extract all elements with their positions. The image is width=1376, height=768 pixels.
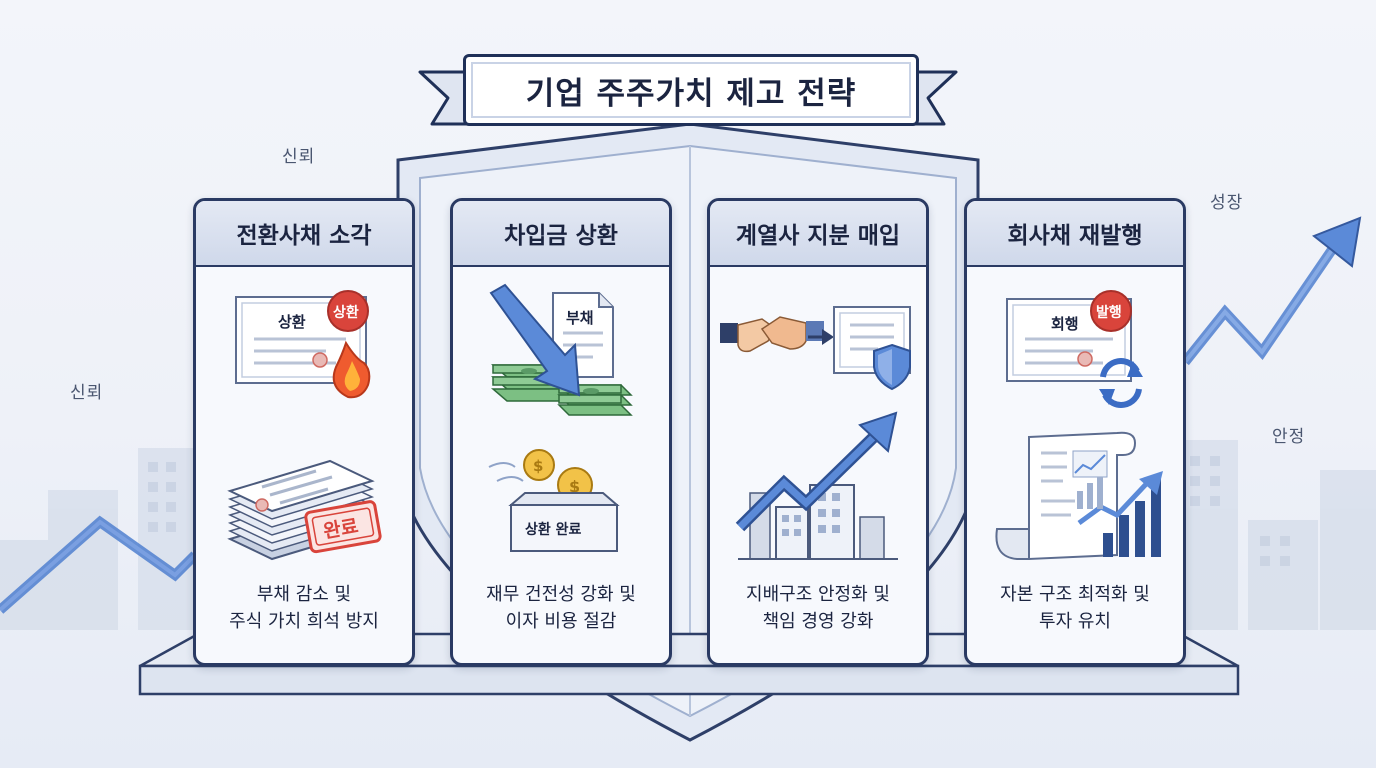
card-caption: 지배구조 안정화 및 책임 경영 강화 bbox=[710, 577, 926, 635]
skyline-left bbox=[0, 448, 196, 630]
card-title: 차입금 상환 bbox=[453, 201, 669, 267]
card-illustration: 회행 발행 bbox=[967, 267, 1183, 577]
card-caption: 자본 구조 최적화 및 투자 유치 bbox=[967, 577, 1183, 635]
trend-line-right bbox=[1181, 235, 1345, 366]
down-arrow-icon bbox=[489, 283, 581, 397]
growth-arrow-icon bbox=[735, 411, 898, 532]
card-illustration bbox=[710, 267, 926, 577]
caption-line-1: 지배구조 안정화 및 bbox=[746, 584, 890, 605]
skyline-right bbox=[1180, 440, 1376, 630]
document-stack-icon bbox=[227, 459, 375, 561]
strategy-card-3: 계열사 지분 매입 bbox=[707, 198, 929, 666]
strategy-card-4: 회사채 재발행 회행 발행 bbox=[964, 198, 1186, 666]
svg-text:회행: 회행 bbox=[1051, 315, 1079, 333]
refresh-icon bbox=[1099, 358, 1143, 408]
right-arrow-icon bbox=[808, 329, 834, 345]
svg-text:상환: 상환 bbox=[333, 304, 359, 321]
card-title: 전환사채 소각 bbox=[196, 201, 412, 267]
certificate-label: 상환 bbox=[278, 313, 306, 331]
complete-stamp-icon: 완료 bbox=[304, 500, 382, 554]
svg-text:$: $ bbox=[569, 477, 580, 496]
report-icon bbox=[995, 431, 1137, 561]
side-label-trust-mid: 신뢰 bbox=[70, 383, 104, 403]
strategy-card-2: 차입금 상환 부채 bbox=[450, 198, 672, 666]
caption-line-2: 주식 가치 희석 방지 bbox=[229, 611, 379, 632]
caption-line-2: 책임 경영 강화 bbox=[762, 611, 874, 632]
card-title: 회사채 재발행 bbox=[967, 201, 1183, 267]
stamp-icon: 발행 bbox=[1090, 290, 1132, 332]
side-label-growth: 성장 bbox=[1210, 193, 1244, 213]
caption-line-1: 자본 구조 최적화 및 bbox=[1000, 584, 1150, 605]
stamp-icon: 상환 bbox=[327, 290, 369, 332]
side-label-trust-top: 신뢰 bbox=[282, 147, 316, 167]
strategy-card-1: 전환사채 소각 상환 상환 bbox=[193, 198, 415, 666]
shield-icon bbox=[873, 343, 911, 391]
fire-icon bbox=[332, 340, 371, 399]
box-icon: 상환 완료 bbox=[508, 492, 620, 552]
bar-chart-icon bbox=[1077, 471, 1163, 557]
side-label-stability: 안정 bbox=[1272, 427, 1306, 447]
card-illustration: 부채 bbox=[453, 267, 669, 577]
certificate-icon bbox=[833, 306, 911, 374]
svg-text:$: $ bbox=[533, 457, 543, 475]
caption-line-1: 재무 건전성 강화 및 bbox=[486, 584, 636, 605]
page-title: 기업 주주가치 제고 전략 bbox=[463, 54, 919, 126]
card-illustration: 상환 상환 bbox=[196, 267, 412, 577]
card-caption: 부채 감소 및 주식 가치 희석 방지 bbox=[196, 577, 412, 635]
trend-arrow-head-icon bbox=[1312, 216, 1362, 268]
card-title: 계열사 지분 매입 bbox=[710, 201, 926, 267]
svg-text:발행: 발행 bbox=[1096, 304, 1122, 321]
caption-line-1: 부채 감소 및 bbox=[256, 584, 352, 605]
card-caption: 재무 건전성 강화 및 이자 비용 절감 bbox=[453, 577, 669, 635]
caption-line-2: 투자 유치 bbox=[1039, 611, 1111, 632]
svg-text:상환 완료: 상환 완료 bbox=[525, 521, 582, 538]
svg-text:부채: 부채 bbox=[566, 309, 594, 327]
handshake-icon bbox=[720, 316, 824, 353]
caption-line-2: 이자 비용 절감 bbox=[505, 611, 617, 632]
